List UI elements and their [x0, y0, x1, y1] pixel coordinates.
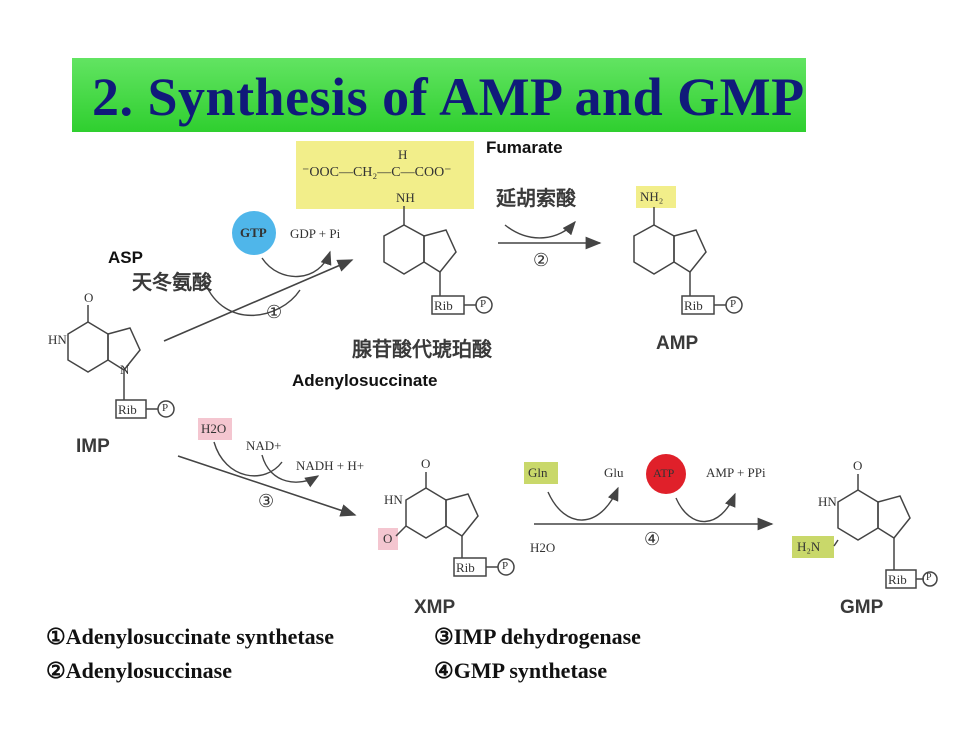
- adenylosuccinate-p: P: [480, 298, 487, 310]
- xmp-o-side: O: [383, 531, 393, 546]
- adenylosuccinate-label: Adenylosuccinate: [292, 371, 438, 390]
- adenylosuccinate-rib: Rib: [434, 298, 453, 313]
- asp-label: ASP: [108, 248, 143, 267]
- imp-structure: [67, 305, 175, 419]
- nadh-label: NADH + H+: [296, 458, 365, 473]
- nh2-highlight: [636, 186, 676, 208]
- imp-rib: Rib: [118, 402, 137, 417]
- alpha-h: H: [398, 147, 408, 162]
- atp-label: ATP: [653, 466, 675, 480]
- glu-label: Glu: [604, 465, 624, 480]
- legend-enzyme-1: ①Adenylosuccinate synthetase: [46, 624, 334, 649]
- legend-enzyme-4: ④GMP synthetase: [434, 658, 608, 683]
- title-bar: [72, 58, 806, 132]
- h2o-bottom-label: H2O: [530, 540, 556, 555]
- h2o-top-label: H2O: [201, 421, 227, 436]
- xmp-label: XMP: [414, 597, 456, 618]
- amp-nh2: NH₂: [640, 189, 664, 204]
- step2-number: ②: [533, 250, 550, 270]
- ooc-chain: ⁻OOC—CH₂—C—COO⁻: [302, 165, 452, 180]
- gtp-curve: [261, 250, 332, 278]
- asp-cn-label: 天冬氨酸: [132, 270, 212, 294]
- amp-p: P: [730, 298, 737, 310]
- gmp-o: O: [853, 458, 863, 473]
- page-title: 2. Synthesis of AMP and GMP: [92, 67, 805, 127]
- step3-arrow: [177, 455, 357, 517]
- imp-p: P: [162, 402, 169, 414]
- gln-curve: [547, 486, 619, 521]
- xmp-rib: Rib: [456, 560, 475, 575]
- nad-label: NAD+: [246, 438, 282, 453]
- step4-number: ④: [644, 529, 661, 549]
- gmp-hn: HN: [818, 494, 837, 509]
- aspartyl-highlight: [296, 141, 474, 209]
- amp-structure: [633, 207, 743, 315]
- nad-curve: [213, 441, 283, 477]
- step1-number: ①: [266, 302, 283, 322]
- gtp-label: GTP: [240, 225, 267, 240]
- atp-curve: [675, 492, 736, 523]
- h2o-highlight: [198, 418, 232, 440]
- fumarate-cn-label: 延胡索酸: [496, 186, 576, 210]
- xmp-structure: [395, 472, 515, 577]
- gtp-circle: [232, 211, 276, 255]
- amp-label: AMP: [656, 333, 699, 354]
- fumarate-curve: [504, 220, 576, 239]
- imp-label: IMP: [76, 436, 110, 457]
- legend-enzyme-2: ②Adenylosuccinase: [46, 658, 232, 683]
- xmp-o-top: O: [421, 456, 431, 471]
- fumarate-label: Fumarate: [486, 138, 563, 157]
- gmp-h2n: H₂N: [797, 539, 821, 554]
- atp-circle: [646, 454, 686, 494]
- amp-ppi-label: AMP + PPi: [706, 465, 766, 480]
- step3-number: ③: [258, 491, 275, 511]
- gln-label: Gln: [528, 465, 548, 480]
- nadh-curve: [261, 454, 320, 488]
- imp-hn: HN: [48, 332, 67, 347]
- gdp-pi-label: GDP + Pi: [290, 226, 341, 241]
- step1-arrow: [163, 259, 354, 342]
- h2n-highlight: [792, 536, 834, 558]
- gmp-rib: Rib: [888, 572, 907, 587]
- imp-o: O: [84, 290, 94, 305]
- asp-curve: [204, 282, 301, 317]
- imp-n: N: [120, 362, 130, 377]
- gln-highlight: [524, 462, 558, 484]
- gmp-p: P: [926, 572, 932, 583]
- adenylosuccinate-structure: [383, 206, 493, 315]
- adenylosuccinate-cn-label: 腺苷酸代琥珀酸: [352, 337, 492, 361]
- aspartyl-nh: NH: [396, 190, 415, 205]
- legend-enzyme-3: ③IMP dehydrogenase: [434, 624, 641, 649]
- xmp-hn: HN: [384, 492, 403, 507]
- gmp-label: GMP: [840, 597, 884, 618]
- xmp-p: P: [502, 560, 509, 572]
- amp-rib: Rib: [684, 298, 703, 313]
- o-highlight: [378, 528, 398, 550]
- gmp-structure: [833, 474, 938, 589]
